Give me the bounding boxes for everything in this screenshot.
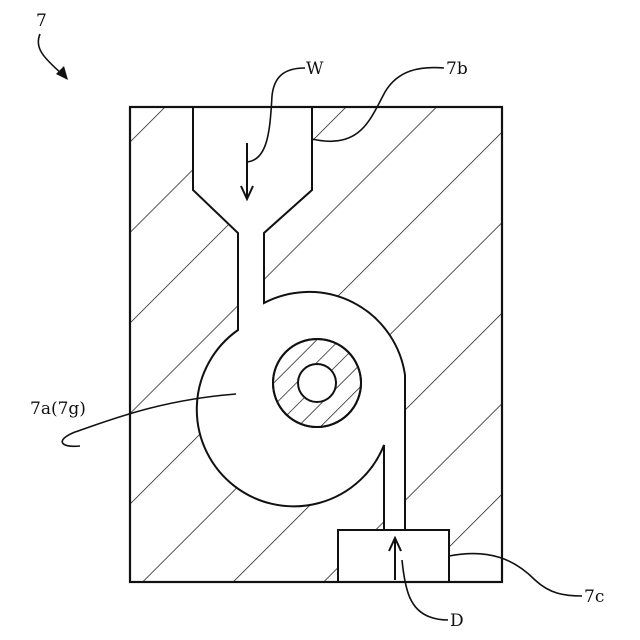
inflow-label: W (306, 59, 324, 79)
outlet-label: 7c (584, 587, 604, 607)
body-label: 7b (446, 59, 468, 79)
outlet-block (338, 530, 449, 582)
figure-leader-arrow (38, 34, 62, 74)
central-rotor (273, 339, 361, 427)
rotor-bore (298, 364, 336, 402)
figure-leader-arrowhead (56, 66, 68, 80)
outflow-label: D (450, 611, 464, 631)
chamber-label: 7a(7g) (30, 399, 86, 419)
figure-number: 7 (36, 11, 47, 31)
